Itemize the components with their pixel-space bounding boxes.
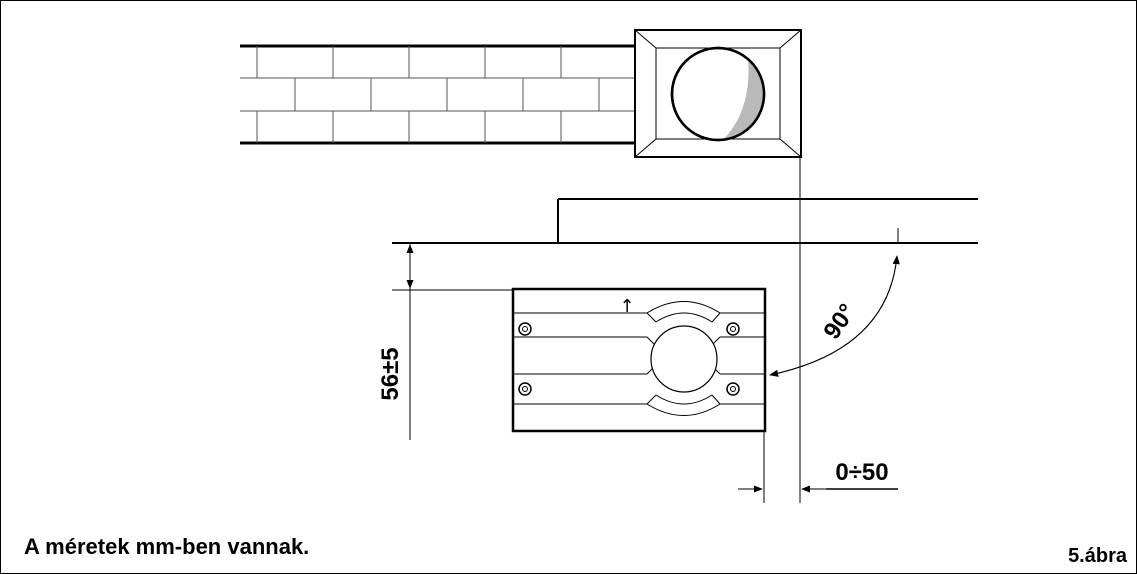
mounting-bracket bbox=[511, 287, 767, 433]
bolt-icon bbox=[726, 322, 740, 336]
direction-arrow-icon: ↑ bbox=[619, 296, 634, 317]
wall-pipe-column bbox=[634, 29, 802, 158]
bolt-icon bbox=[726, 382, 740, 396]
units-note: A méretek mm-ben vannak. bbox=[24, 534, 310, 559]
clearance-dimension bbox=[392, 243, 513, 440]
offset-dimension-label: 0÷50 bbox=[835, 459, 888, 486]
brick-wall bbox=[240, 44, 636, 145]
bolt-icon bbox=[518, 322, 532, 336]
bolt-icon bbox=[518, 382, 532, 396]
reference-plate bbox=[392, 198, 978, 244]
offset-dimension bbox=[738, 431, 898, 503]
clearance-dimension-label: 56±5 bbox=[377, 347, 404, 400]
figure-number: 5.ábra bbox=[1068, 545, 1127, 567]
angle-dimension bbox=[769, 228, 900, 377]
